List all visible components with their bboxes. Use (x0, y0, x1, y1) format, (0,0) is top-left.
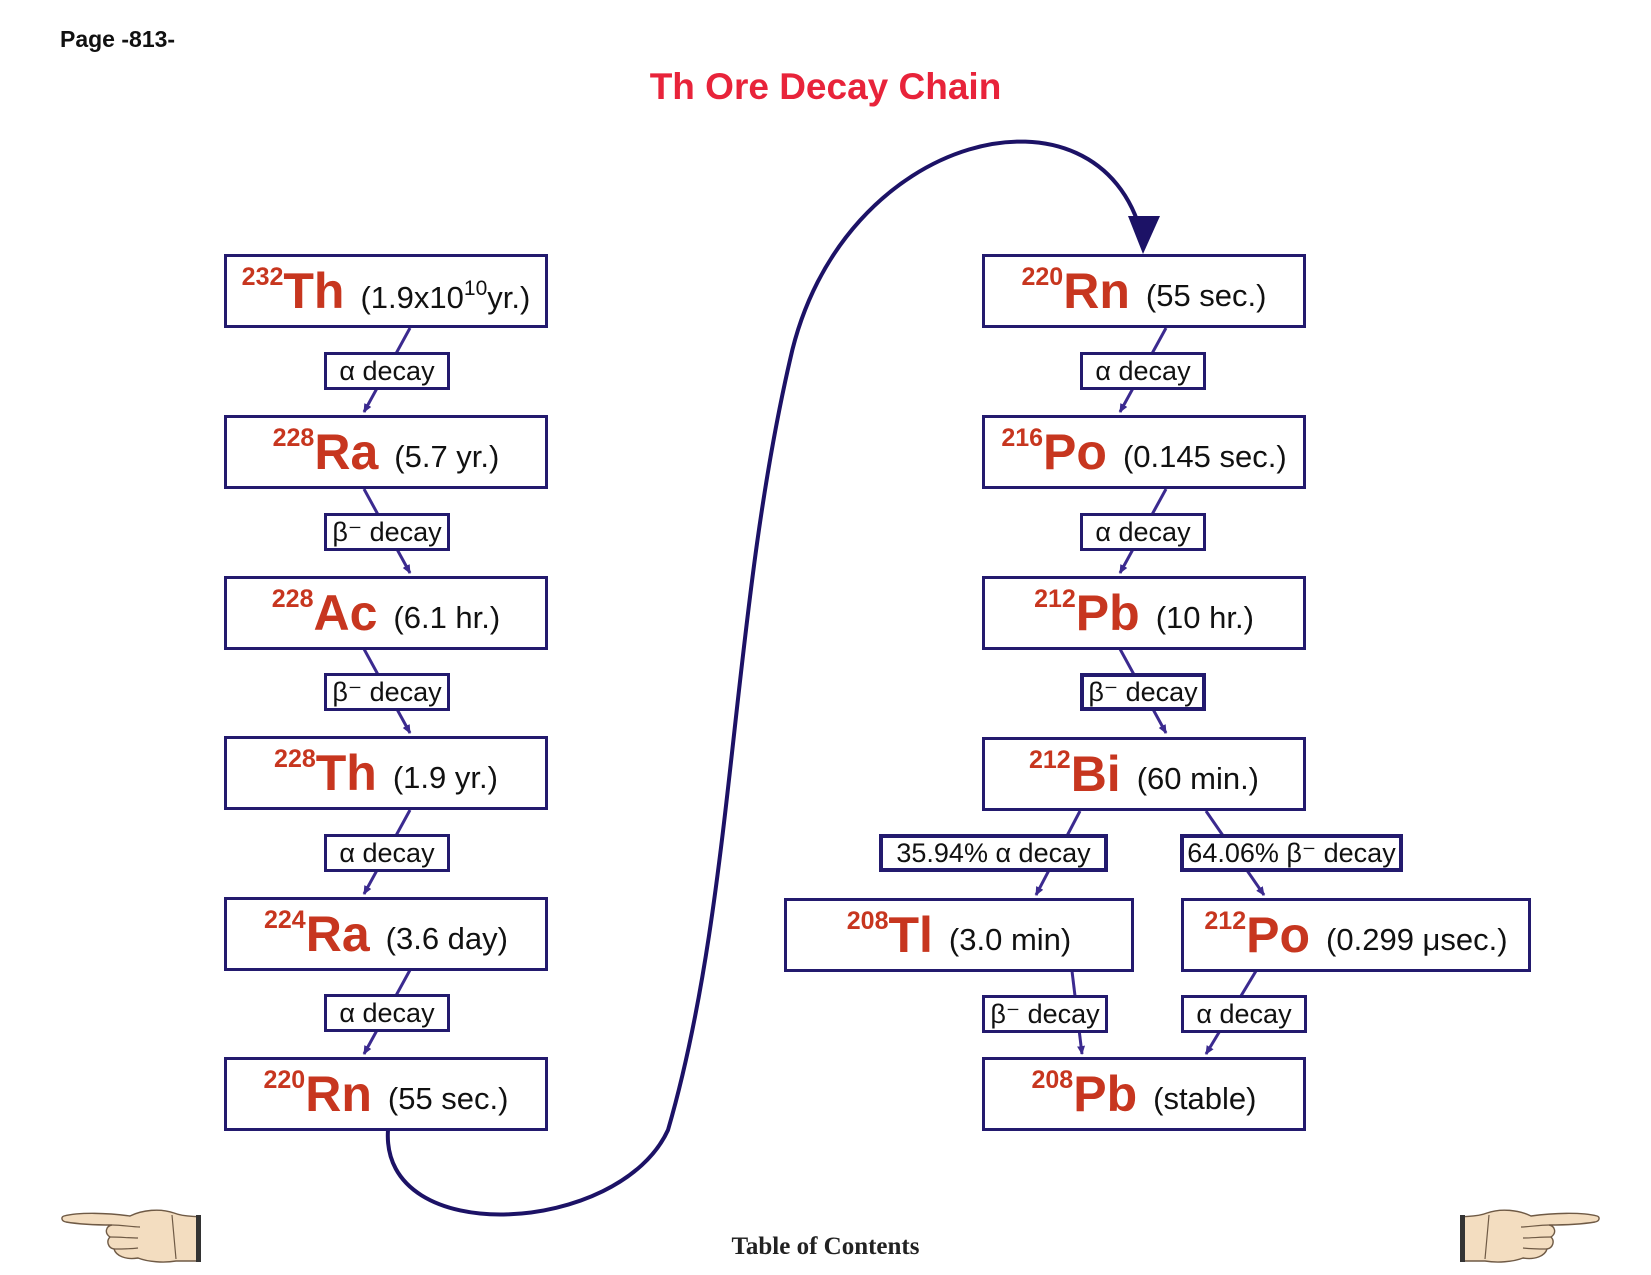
nuclide-tl208: 208 Tl (3.0 min) (784, 898, 1134, 972)
nuclide-th228: 228 Th (1.9 yr.) (224, 736, 548, 810)
nuclide-rn220-right: 220 Rn (55 sec.) (982, 254, 1306, 328)
half-life: (stable) (1153, 1081, 1257, 1116)
nuclide-pb208: 208 Pb (stable) (982, 1057, 1306, 1131)
branch-decay-label-beta: 64.06% β⁻ decay (1180, 834, 1403, 872)
connector-arrowhead (1128, 216, 1160, 254)
decay-label: β⁻ decay (1080, 673, 1206, 711)
element-symbol: Ac (313, 585, 378, 641)
nuclide-bi212: 212 Bi (60 min.) (982, 737, 1306, 811)
decay-label: α decay (1080, 513, 1206, 551)
element-symbol: Ra (305, 906, 370, 962)
mass-number: 228 (274, 745, 316, 773)
half-life: (6.1 hr.) (393, 600, 501, 635)
half-life: (60 min.) (1136, 761, 1260, 796)
half-life: (10 hr.) (1155, 600, 1254, 635)
nuclide-po216: 216 Po (0.145 sec.) (982, 415, 1306, 489)
mass-number: 228 (271, 585, 314, 613)
element-symbol: Th (315, 745, 377, 801)
mass-number: 212 (1034, 585, 1076, 613)
element-symbol: Ra (314, 424, 379, 480)
nuclide-pb212: 212 Pb (10 hr.) (982, 576, 1306, 650)
mass-number: 220 (1021, 263, 1064, 291)
decay-label: α decay (324, 994, 450, 1032)
half-life: (3.6 day) (385, 921, 508, 956)
decay-label: β⁻ decay (982, 995, 1108, 1033)
half-life: (1.9x1010yr.) (360, 276, 531, 315)
mass-number: 216 (1001, 424, 1044, 452)
decay-label: α decay (324, 352, 450, 390)
page-number: Page -813- (60, 26, 176, 52)
mass-number: 208 (1031, 1066, 1074, 1094)
element-symbol: Po (1246, 907, 1311, 963)
element-symbol: Rn (305, 1066, 372, 1122)
connector-curve (385, 139, 1144, 1217)
mass-number: 212 (1204, 907, 1247, 935)
decay-label: β⁻ decay (324, 513, 450, 551)
element-symbol: Bi (1070, 746, 1121, 802)
element-symbol: Th (283, 263, 345, 319)
element-symbol: Tl (888, 907, 933, 963)
decay-label: β⁻ decay (324, 673, 450, 711)
diagram-title: Th Ore Decay Chain (649, 66, 1002, 107)
pointing-hand-left-icon[interactable] (60, 1205, 202, 1263)
branch-decay-label-alpha: 35.94% α decay (879, 834, 1108, 872)
mass-number: 228 (272, 424, 315, 452)
decay-label: α decay (324, 834, 450, 872)
mass-number: 208 (846, 907, 889, 935)
mass-number: 232 (241, 263, 284, 291)
mass-number: 220 (263, 1066, 306, 1094)
half-life: (0.145 sec.) (1122, 439, 1287, 474)
decay-label: α decay (1080, 352, 1206, 390)
nuclide-ra224: 224 Ra (3.6 day) (224, 897, 548, 971)
element-symbol: Pb (1073, 1066, 1138, 1122)
decay-label: α decay (1181, 995, 1307, 1033)
nuclide-po212: 212 Po (0.299 μsec.) (1181, 898, 1531, 972)
half-life: (0.299 μsec.) (1326, 922, 1508, 957)
element-symbol: Pb (1075, 585, 1140, 641)
nuclide-rn220-left: 220 Rn (55 sec.) (224, 1057, 548, 1131)
table-of-contents-link[interactable]: Table of Contents (731, 1233, 920, 1260)
element-symbol: Rn (1063, 263, 1130, 319)
nuclide-th232: 232 Th (1.9x1010yr.) (224, 254, 548, 328)
element-symbol: Po (1043, 424, 1107, 480)
mass-number: 212 (1028, 746, 1071, 774)
half-life: (3.0 min) (948, 922, 1072, 957)
mass-number: 224 (264, 906, 306, 934)
half-life: (55 sec.) (387, 1081, 509, 1116)
half-life: (5.7 yr.) (394, 439, 500, 474)
half-life: (55 sec.) (1145, 278, 1267, 313)
half-life: (1.9 yr.) (392, 760, 498, 795)
pointing-hand-right-icon[interactable] (1459, 1205, 1601, 1263)
nuclide-ra228: 228 Ra (5.7 yr.) (224, 415, 548, 489)
nuclide-ac228: 228 Ac (6.1 hr.) (224, 576, 548, 650)
